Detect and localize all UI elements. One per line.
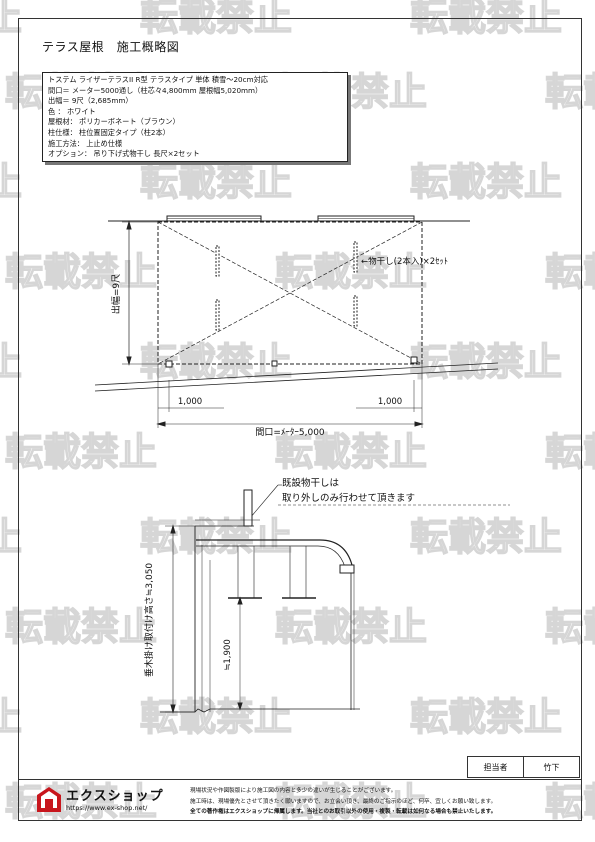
- watermark-text: 転載禁止: [410, 160, 562, 204]
- spec-line: 色 ： ホワイト: [48, 106, 96, 116]
- ground-line: [94, 362, 499, 386]
- height-label: 垂木掛け取付け高さ≒3,050: [143, 563, 155, 678]
- logo-url: https://www.ex-shop.net/: [66, 804, 148, 812]
- arrow-head: [170, 704, 176, 714]
- arrow-head: [237, 596, 243, 605]
- arrow-head: [414, 421, 424, 427]
- watermark-text: 転載禁止: [410, 340, 562, 384]
- watermark-text: 転載禁止: [545, 430, 595, 474]
- spec-line: 屋根材： ポリカーボネート（ブラウン）: [48, 117, 180, 127]
- watermark-text: 転載禁止: [140, 160, 292, 204]
- disclaimer-line: 現場状況や作図製版により施工図の内容と多少の違いが生じることがございます。: [190, 788, 397, 794]
- spec-line: 間口＝ メーター5000通し（柱芯々4,800mm 屋根幅5,020mm）: [48, 85, 263, 95]
- staff-name: 竹下: [543, 762, 560, 772]
- company-logo: エクスショップ https://www.ex-shop.net/: [36, 784, 176, 818]
- watermark-text: 転載禁止: [545, 250, 595, 294]
- page-title: テラス屋根 施工概略図: [42, 40, 180, 54]
- watermark-text: 転載禁止: [0, 695, 22, 739]
- section-note: 既設物干しは 取り外しのみ行わせて頂きます: [282, 476, 415, 506]
- post-mid: [271, 360, 278, 367]
- watermark-text: 転載禁止: [545, 605, 595, 649]
- watermark-text: 転載禁止: [0, 0, 22, 39]
- staff-label: 担当者: [468, 757, 524, 777]
- roof-profile-inner: [196, 545, 346, 568]
- watermark-text: 転載禁止: [5, 780, 157, 824]
- logo-name: エクスショップ: [66, 789, 164, 804]
- watermark-text: 転載禁止: [275, 430, 427, 474]
- spec-line: 出幅＝ 9尺（2,685mm）: [48, 96, 133, 106]
- sheet-frame: [18, 18, 582, 821]
- watermark-text: 転載禁止: [545, 780, 595, 824]
- hanger-bar: [215, 299, 220, 331]
- roof-outline: [157, 221, 423, 365]
- watermark-text: 転載禁止: [275, 250, 427, 294]
- pole-height-label: ≒1,900: [223, 639, 233, 670]
- watermark-text: 転載禁止: [410, 695, 562, 739]
- watermark-text: 転載禁止: [410, 0, 562, 39]
- width-label: 間口=ﾒｰﾀｰ5,000: [255, 427, 325, 438]
- watermark-text: 転載禁止: [545, 70, 595, 114]
- depth-label: 出幅=9尺: [110, 274, 122, 314]
- post-left: [165, 360, 173, 368]
- watermark-text: 転載禁止: [0, 340, 22, 384]
- hanger-label: ←物干し(2本入)×2ｾｯﾄ: [361, 256, 448, 267]
- watermark-text: 転載禁止: [0, 515, 22, 559]
- note-line: 取り外しのみ行わせて頂きます: [282, 493, 416, 504]
- watermark-text: 転載禁止: [410, 515, 562, 559]
- signature-box: 担当者 竹下: [467, 756, 580, 778]
- gutter: [339, 564, 355, 574]
- ground-profile: [160, 708, 360, 713]
- post-right: [410, 356, 418, 364]
- disclaimer: 現場状況や作図製版により施工図の内容と多少の違いが生じることがございます。 施工…: [190, 786, 575, 818]
- hanger-bar: [353, 241, 358, 273]
- watermark-text: 転載禁止: [140, 695, 292, 739]
- watermark-text: 転載禁止: [140, 515, 292, 559]
- note-line: 既設物干しは: [282, 478, 340, 489]
- watermark-text: 転載禁止: [140, 340, 292, 384]
- arrow-head: [156, 421, 166, 427]
- arrow-head: [170, 524, 176, 534]
- offset-left-label: 1,000: [178, 397, 202, 407]
- watermark-text: 転載禁止: [5, 250, 157, 294]
- spec-line: オプション： 吊り下げ式物干し 長尺×2セット: [48, 149, 200, 159]
- offset-right-label: 1,000: [378, 397, 402, 407]
- roof-diagonal: [157, 221, 423, 365]
- building-wall: [243, 489, 253, 527]
- watermark-text: 転載禁止: [140, 0, 292, 39]
- footer-divider: [18, 779, 582, 780]
- arrow-head: [126, 220, 132, 230]
- spec-line: トステム ライザーテラスII R型 テラスタイプ 単体 積雪～20cm対応: [48, 75, 268, 84]
- roof-profile: [196, 539, 353, 566]
- arrow-head: [126, 356, 132, 366]
- hanger-bar: [215, 245, 220, 277]
- spec-line: 柱仕様： 柱位置固定タイプ（柱2本）: [48, 127, 170, 137]
- watermark-text: 転載禁止: [0, 160, 22, 204]
- watermark-text: 転載禁止: [5, 605, 157, 649]
- house-icon: [37, 787, 61, 812]
- watermark-text: 転載禁止: [5, 430, 157, 474]
- note-leader: [249, 484, 279, 519]
- hanger-bar: [353, 295, 358, 327]
- arrow-head: [237, 702, 243, 711]
- watermark-text: 転載禁止: [275, 780, 427, 824]
- disclaimer-line: 施工時は、現場優先とさせて頂きたく願いますので、お立会い頂き、最終のご指示のほど…: [190, 798, 497, 805]
- disclaimer-line: 全ての著作権はエクスショップに帰属します。当社とのお取引以外の使用・複製・転載は…: [190, 809, 497, 815]
- ground-line: [94, 368, 499, 392]
- spec-line: 施工方法： 上止め仕様: [48, 138, 123, 148]
- spec-box: トステム ライザーテラスII R型 テラスタイプ 単体 積雪～20cm対応 間口…: [42, 72, 348, 162]
- roof-diagonal: [157, 221, 423, 365]
